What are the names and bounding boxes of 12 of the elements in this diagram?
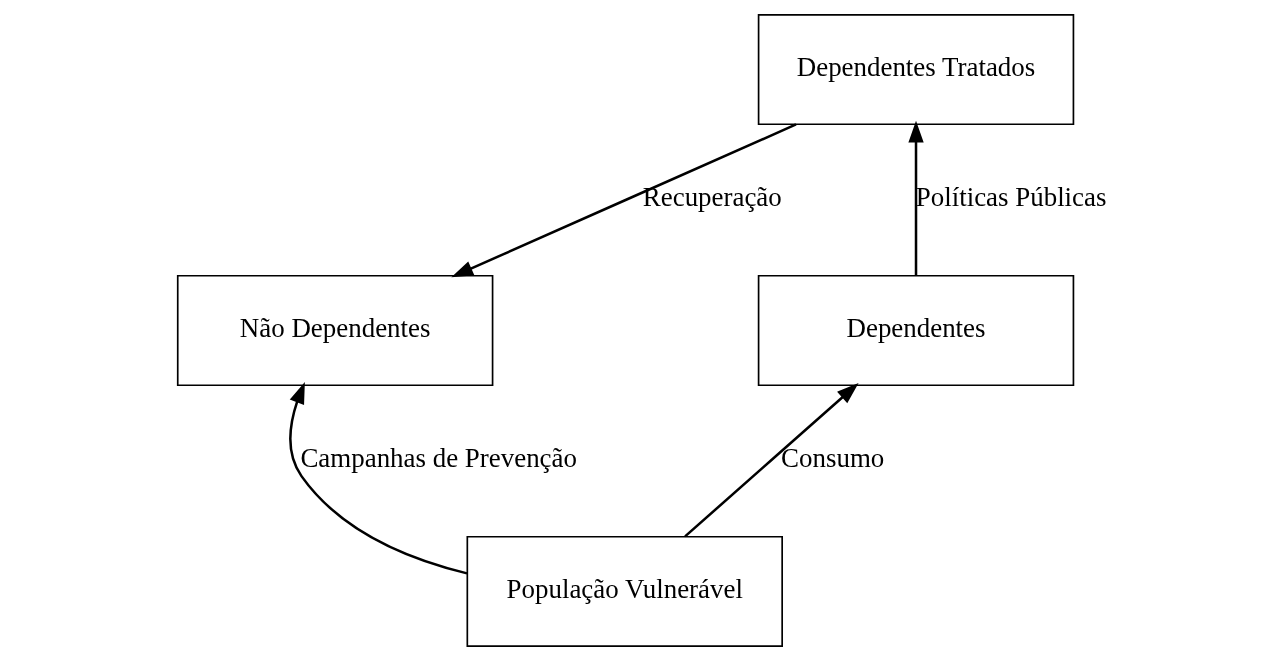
arrow xyxy=(450,123,797,278)
edge-label: Recuperação xyxy=(642,182,782,213)
node-box: Dependentes xyxy=(757,274,1074,387)
arrow xyxy=(907,120,924,276)
arrow xyxy=(683,382,859,538)
node-box: População Vulnerável xyxy=(466,535,783,647)
edge-label: Consumo xyxy=(780,443,884,474)
edge-label: Políticas Públicas xyxy=(915,182,1106,213)
node-box: Dependentes Tratados xyxy=(757,14,1074,126)
arrow xyxy=(288,381,467,575)
edge-label: Campanhas de Prevenção xyxy=(299,443,577,474)
node-box: Não Dependentes xyxy=(176,274,493,387)
